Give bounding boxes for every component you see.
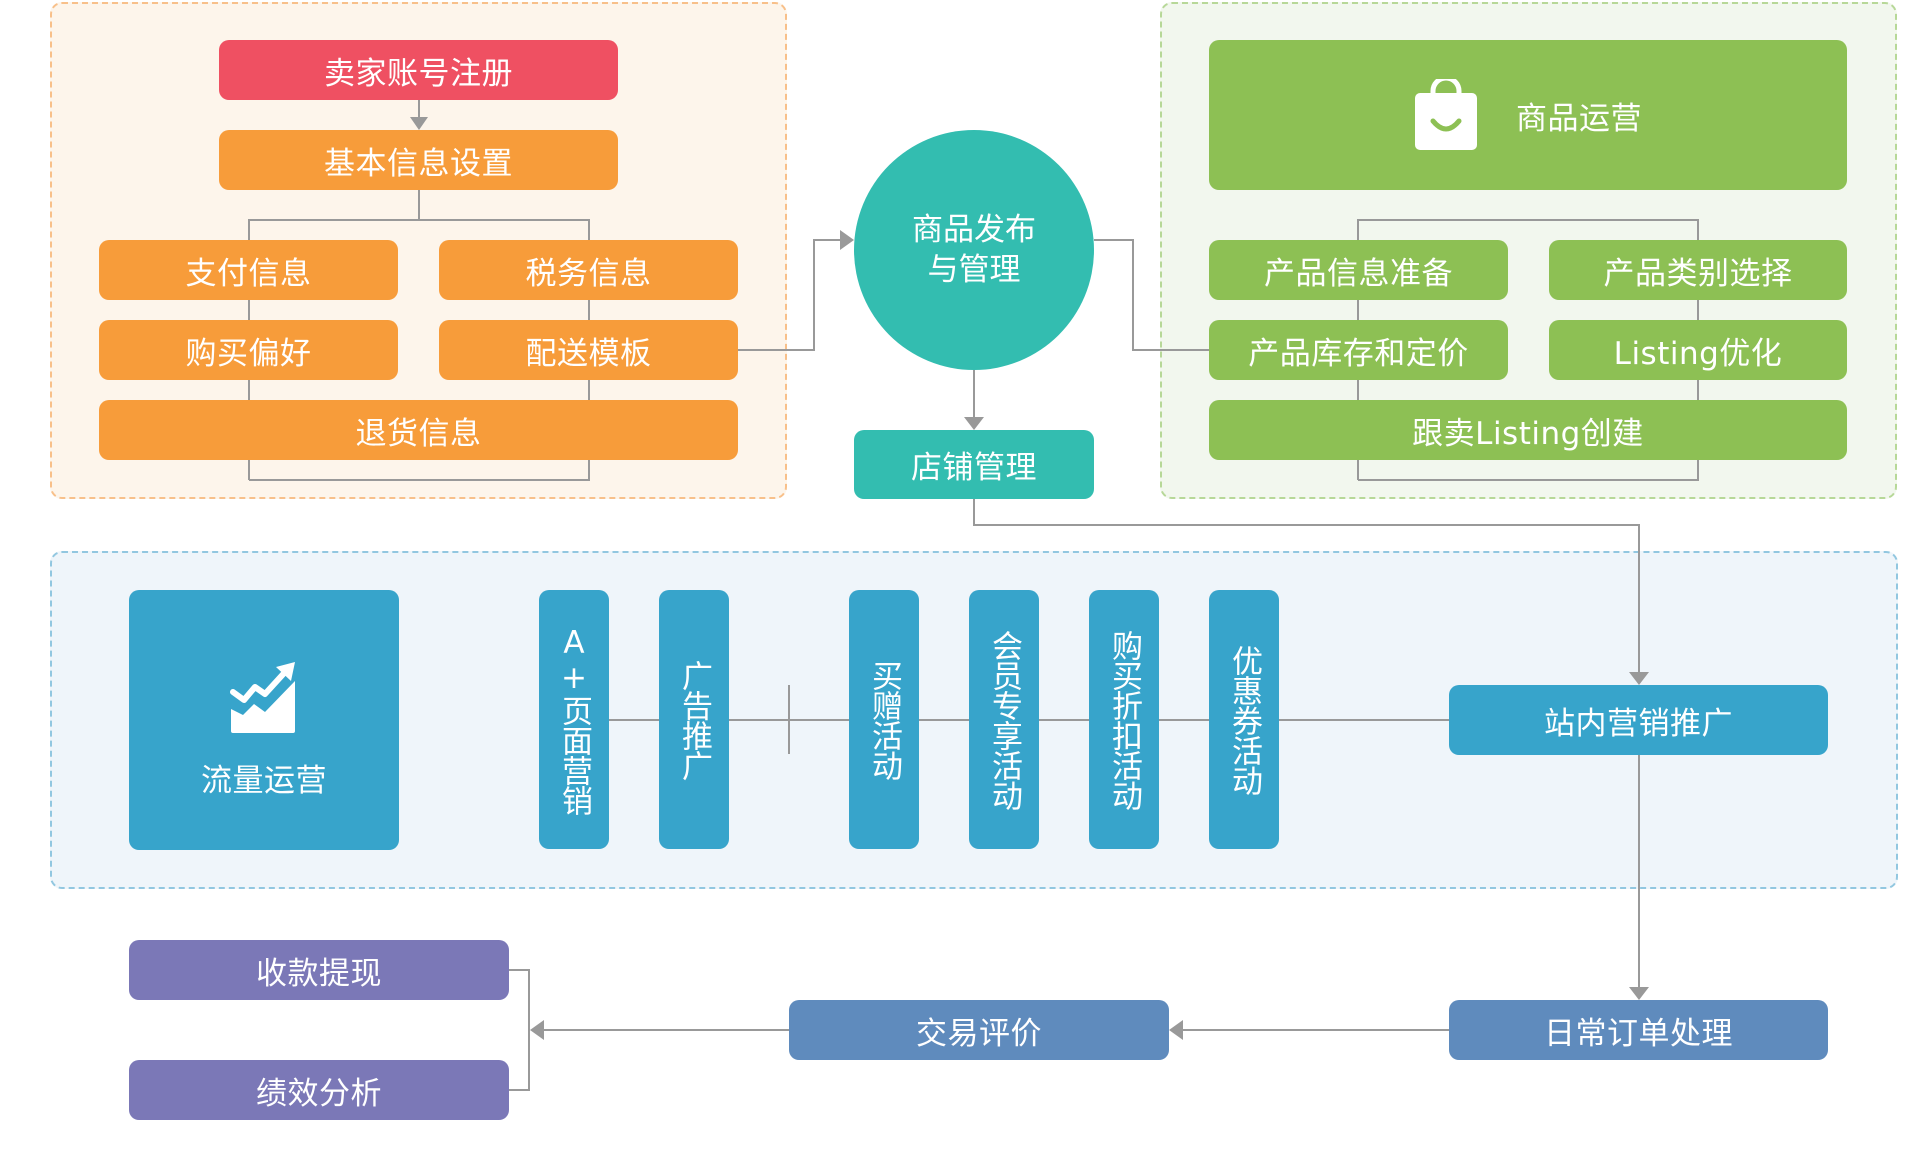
node-daily-orders: 日常订单处理: [1449, 1000, 1828, 1060]
node-purchase-preference: 购买偏好: [99, 320, 398, 380]
node-follow-listing: 跟卖Listing创建: [1209, 400, 1847, 460]
node-a-plus-page: A+页面营销: [539, 590, 609, 849]
shopping-bag-icon: [1414, 75, 1478, 151]
node-payment-info: 支付信息: [99, 240, 398, 300]
node-listing-optimization: Listing优化: [1549, 320, 1847, 380]
arrowhead-left-icon: [1169, 1020, 1183, 1040]
node-coupon: 优惠券活动: [1209, 590, 1279, 849]
connector-setup-to-publish: [738, 239, 842, 351]
node-label: 跟卖Listing创建: [1412, 415, 1644, 452]
node-label: 绩效分析: [256, 1075, 382, 1112]
node-label: 优惠券活动: [1226, 644, 1262, 795]
node-label: 购买折扣活动: [1106, 629, 1142, 810]
rising-chart-icon: [229, 661, 299, 733]
node-return-info: 退货信息: [99, 400, 738, 460]
node-label: 支付信息: [185, 255, 312, 292]
node-ad-promotion: 广告推广: [659, 590, 729, 849]
node-seller-registration: 卖家账号注册: [219, 40, 618, 100]
node-label: 产品信息准备: [1264, 255, 1453, 292]
node-onsite-promotion: 站内营销推广: [1449, 685, 1828, 755]
node-label: 配送模板: [525, 335, 652, 372]
connector-store-to-promotion: [973, 499, 1640, 673]
node-label: 商品运营: [1516, 100, 1642, 137]
node-label: 产品类别选择: [1603, 255, 1793, 292]
arrowhead-down-icon: [410, 117, 428, 130]
node-product-category: 产品类别选择: [1549, 240, 1847, 300]
node-transaction-review: 交易评价: [789, 1000, 1169, 1060]
node-label: 收款提现: [256, 955, 382, 992]
node-label: 卖家账号注册: [324, 55, 513, 92]
node-label: Listing优化: [1613, 335, 1783, 372]
arrowhead-left-icon: [530, 1020, 544, 1040]
arrowhead-down-icon: [964, 417, 984, 430]
node-label: 日常订单处理: [1544, 1015, 1733, 1052]
node-buy-get-gift: 买赠活动: [849, 590, 919, 849]
node-label: 产品库存和定价: [1248, 335, 1469, 372]
node-tax-info: 税务信息: [439, 240, 738, 300]
node-label: 站内营销推广: [1544, 705, 1733, 742]
connector-finance-bracket: [509, 969, 530, 1091]
node-traffic-ops: 流量运营: [129, 590, 399, 850]
node-label: 退货信息: [355, 415, 482, 452]
node-label: 流量运营: [201, 762, 327, 799]
arrowhead-down-icon: [1629, 987, 1649, 1000]
node-label: 交易评价: [916, 1015, 1042, 1052]
node-inventory-pricing: 产品库存和定价: [1209, 320, 1508, 380]
node-label-line1: 商品发布: [912, 212, 1036, 248]
node-label: A+页面营销: [556, 624, 592, 815]
arrowhead-right-icon: [840, 230, 854, 250]
arrowhead-down-icon: [1629, 672, 1649, 685]
node-performance-analysis: 绩效分析: [129, 1060, 509, 1120]
connector-product-tree: [1357, 219, 1699, 481]
node-label: 税务信息: [525, 255, 652, 292]
node-label: 店铺管理: [911, 450, 1037, 486]
node-basic-info: 基本信息设置: [219, 130, 618, 190]
node-label: 购买偏好: [185, 335, 312, 372]
node-purchase-discount: 购买折扣活动: [1089, 590, 1159, 849]
node-member-exclusive: 会员专享活动: [969, 590, 1039, 849]
node-store-management: 店铺管理: [854, 430, 1094, 499]
node-product-info-prep: 产品信息准备: [1209, 240, 1508, 300]
connector-publish-to-product: [1094, 239, 1209, 351]
node-product-ops: 商品运营: [1209, 40, 1847, 190]
node-label: 买赠活动: [866, 659, 902, 780]
connector-setup-tree: [248, 219, 590, 481]
node-label: 会员专享活动: [986, 629, 1022, 810]
node-payment-withdrawal: 收款提现: [129, 940, 509, 1000]
node-shipping-template: 配送模板: [439, 320, 738, 380]
node-label: 基本信息设置: [324, 145, 513, 182]
node-label: 广告推广: [676, 659, 712, 780]
node-label-line2: 与管理: [927, 252, 1021, 288]
node-product-publish: 商品发布 与管理: [854, 130, 1094, 370]
